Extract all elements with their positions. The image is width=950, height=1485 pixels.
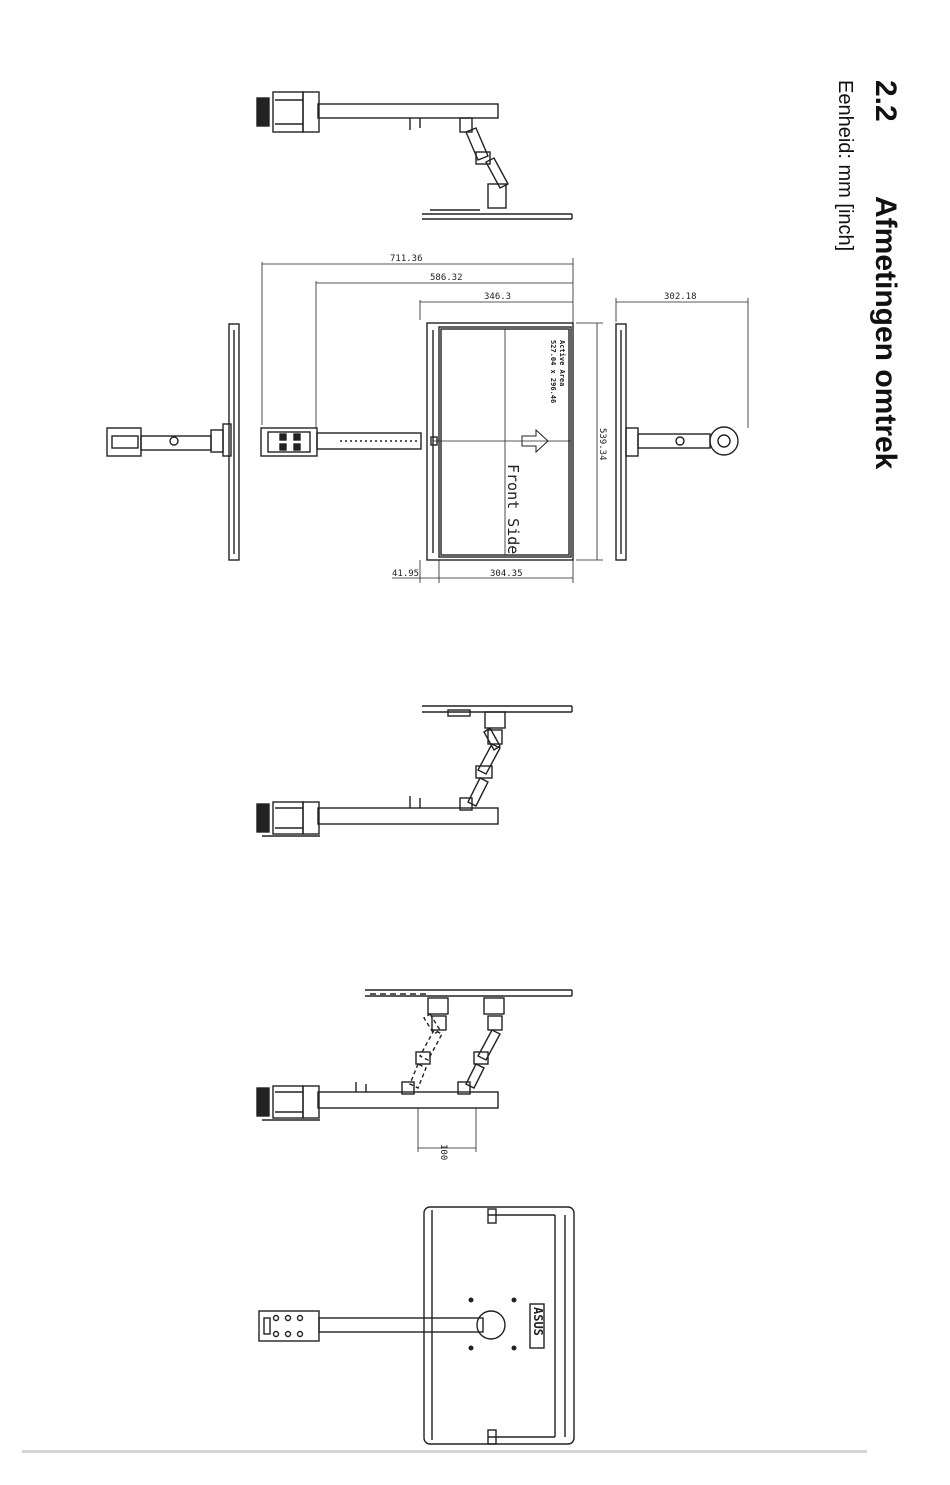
- active-area-size: 527.04 x 296.46: [549, 340, 557, 403]
- dim-pole-offset: 100: [438, 1144, 448, 1160]
- active-area-label: Active Area: [558, 340, 566, 386]
- dim-side-depth: 302.18: [664, 292, 697, 302]
- front-view: [261, 258, 603, 583]
- dim-bottom-offset: 41.95: [392, 569, 419, 579]
- rear-view: [259, 1207, 574, 1444]
- footer-rule: [22, 1450, 867, 1453]
- side-view-raised: [257, 706, 572, 836]
- edge-view-left: [107, 324, 239, 560]
- dim-screen-depth-offset: 346.3: [484, 292, 511, 302]
- brand-logo: ASUS: [531, 1307, 545, 1336]
- side-view-range: [257, 990, 572, 1152]
- dim-half-width: 304.35: [490, 569, 523, 579]
- dim-height: 539.34: [597, 428, 607, 461]
- dim-clamp-to-screen: 586.32: [430, 273, 463, 283]
- edge-view-right: [616, 298, 748, 560]
- dim-overall-width: 711.36: [390, 254, 423, 264]
- side-view-top: [257, 92, 572, 219]
- front-side-label: Front Side: [504, 464, 522, 554]
